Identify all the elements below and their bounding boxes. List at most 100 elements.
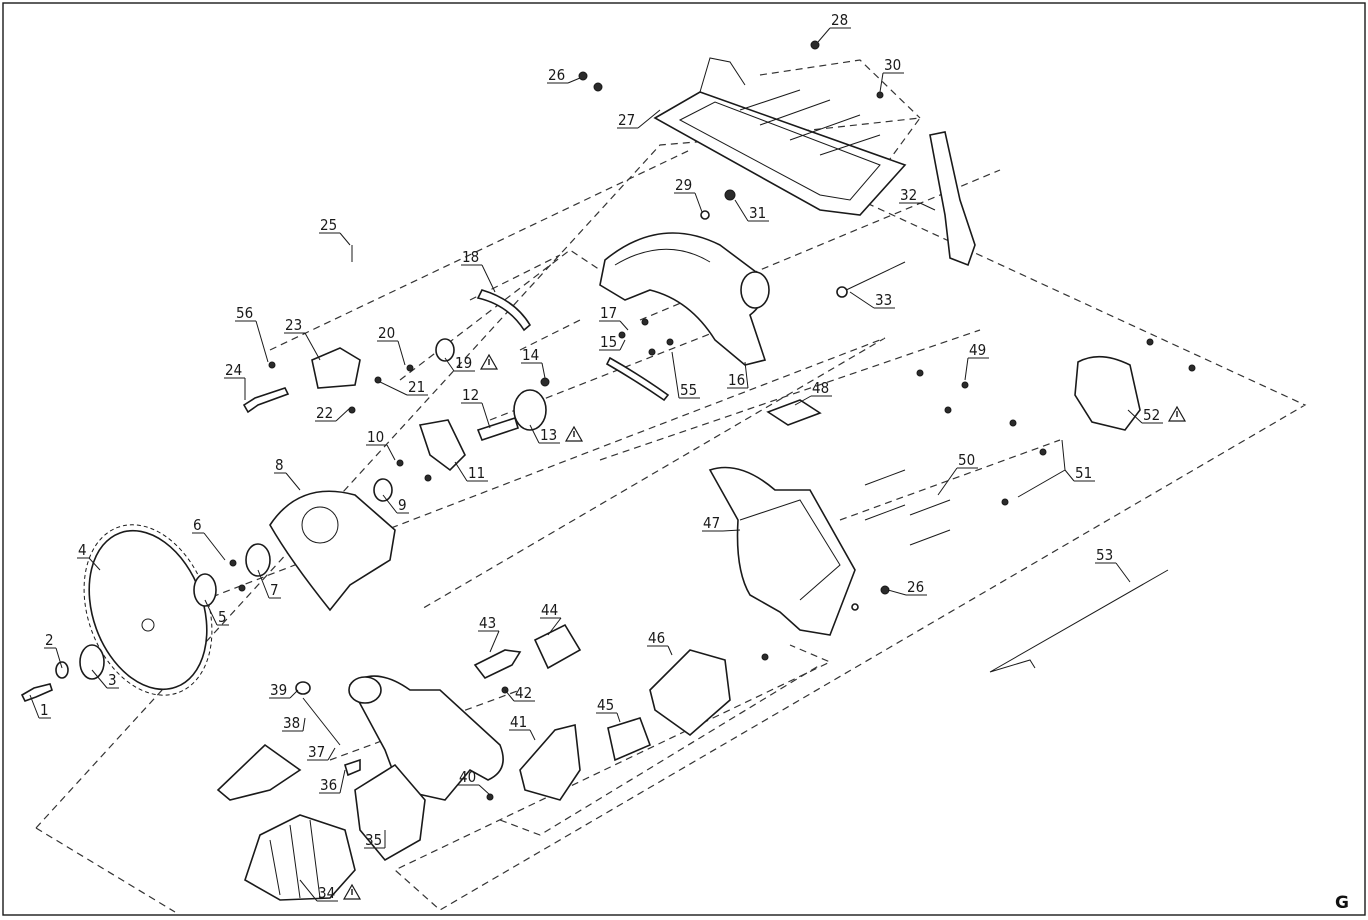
callout-number: 6 [193, 516, 202, 534]
callout-29: 29 [674, 176, 703, 213]
callout-36: 36 [319, 769, 346, 794]
callout-number: 10 [367, 428, 384, 446]
callout-leader-line [299, 879, 318, 902]
callout-number: 33 [875, 291, 892, 309]
callout-42: 42 [504, 684, 535, 702]
callout-38: 38 [282, 714, 306, 732]
bolt-1 [20, 683, 53, 702]
callout-leader-line [619, 339, 626, 351]
switch-trigger-43 [473, 649, 522, 680]
callout-21: 21 [379, 378, 428, 396]
callout-number: 43 [479, 614, 496, 632]
callout-number: 21 [408, 378, 425, 396]
callout-number: 55 [680, 381, 697, 399]
callout-33: 33 [849, 291, 895, 309]
warning-triangle-icon [342, 883, 362, 900]
callout-2: 2 [44, 631, 63, 669]
callout-leader-line [529, 424, 540, 444]
callout-12: 12 [461, 386, 491, 429]
callout-number: 40 [459, 768, 476, 786]
callout-number: 35 [365, 831, 382, 849]
motor-armature [244, 814, 356, 901]
callout-number: 56 [236, 304, 253, 322]
callout-4: 4 [77, 541, 101, 571]
callout-leader-line [257, 569, 270, 599]
callout-leader-line [547, 617, 562, 636]
callout-52: 52 [1127, 405, 1187, 424]
callout-leader-line [694, 192, 703, 213]
callout-leader-line [937, 467, 958, 496]
warning-triangle-icon [564, 425, 584, 442]
callout-leader-line [1115, 562, 1131, 583]
callout-number: 3 [108, 671, 117, 689]
callout-number: 36 [320, 776, 337, 794]
callout-leader-line [454, 461, 468, 482]
hex-key [1017, 439, 1066, 498]
callout-15: 15 [599, 333, 626, 351]
callout-leader-line [55, 647, 63, 669]
callout-19: 19 [444, 353, 499, 372]
callout-number: 19 [455, 354, 472, 372]
callout-47: 47 [702, 514, 741, 532]
callout-17: 17 [599, 304, 629, 331]
motor-housing [708, 466, 856, 636]
callout-53: 53 [1095, 546, 1131, 583]
callout-leader-line [302, 717, 306, 732]
cable-clamp-45 [607, 717, 652, 762]
brush-holder-36 [344, 758, 361, 777]
end-cap [1074, 355, 1141, 431]
callout-number: 18 [462, 248, 479, 266]
washer-2 [55, 661, 69, 679]
callout-6: 6 [192, 516, 226, 561]
callout-number: 34 [318, 884, 335, 902]
callout-number: 49 [969, 341, 986, 359]
callout-23: 23 [284, 316, 321, 361]
warning-triangle-icon [479, 353, 499, 370]
callout-leader-line [481, 402, 491, 429]
shaft-12 [476, 416, 519, 441]
callout-leader-line [289, 689, 299, 699]
callout-9: 9 [382, 494, 409, 514]
callout-number: 41 [510, 713, 527, 731]
callout-10: 10 [366, 428, 396, 461]
callout-number: 24 [225, 361, 242, 379]
callout-46: 46 [647, 629, 673, 656]
callout-13: 13 [529, 424, 584, 444]
callout-49: 49 [964, 341, 989, 381]
callout-5: 5 [204, 599, 229, 626]
flange-3 [79, 644, 105, 680]
callout-leader-line [304, 332, 321, 361]
callout-14: 14 [521, 346, 546, 379]
callout-number: 8 [275, 456, 284, 474]
callout-leader-line [879, 72, 884, 93]
callout-20: 20 [377, 324, 406, 366]
long-screws [864, 469, 951, 546]
parts-drawing [20, 40, 1196, 901]
callout-11: 11 [454, 461, 488, 482]
spring-15 [605, 356, 670, 402]
callout-leader-line [397, 340, 406, 366]
callout-8: 8 [274, 456, 301, 491]
callout-55: 55 [671, 351, 700, 399]
callout-28: 28 [817, 11, 851, 43]
callout-number: 17 [600, 304, 617, 322]
switch-44 [533, 623, 582, 670]
bracket-23 [311, 347, 361, 389]
callout-number: 48 [812, 379, 829, 397]
callout-number: 47 [703, 514, 720, 532]
callout-leader-line [285, 472, 301, 491]
callout-number: 26 [907, 578, 924, 596]
callout-leader-line [339, 232, 351, 246]
callout-18: 18 [461, 248, 496, 293]
callout-leader-line [722, 529, 741, 532]
callout-26: 26 [547, 66, 581, 84]
callout-number: 11 [468, 464, 485, 482]
callout-leader-line [88, 557, 101, 571]
callout-45: 45 [596, 696, 621, 723]
callout-50: 50 [937, 451, 978, 496]
callout-number: 53 [1096, 546, 1113, 564]
callout-27: 27 [617, 109, 661, 129]
callout-leader-line [1064, 469, 1075, 482]
